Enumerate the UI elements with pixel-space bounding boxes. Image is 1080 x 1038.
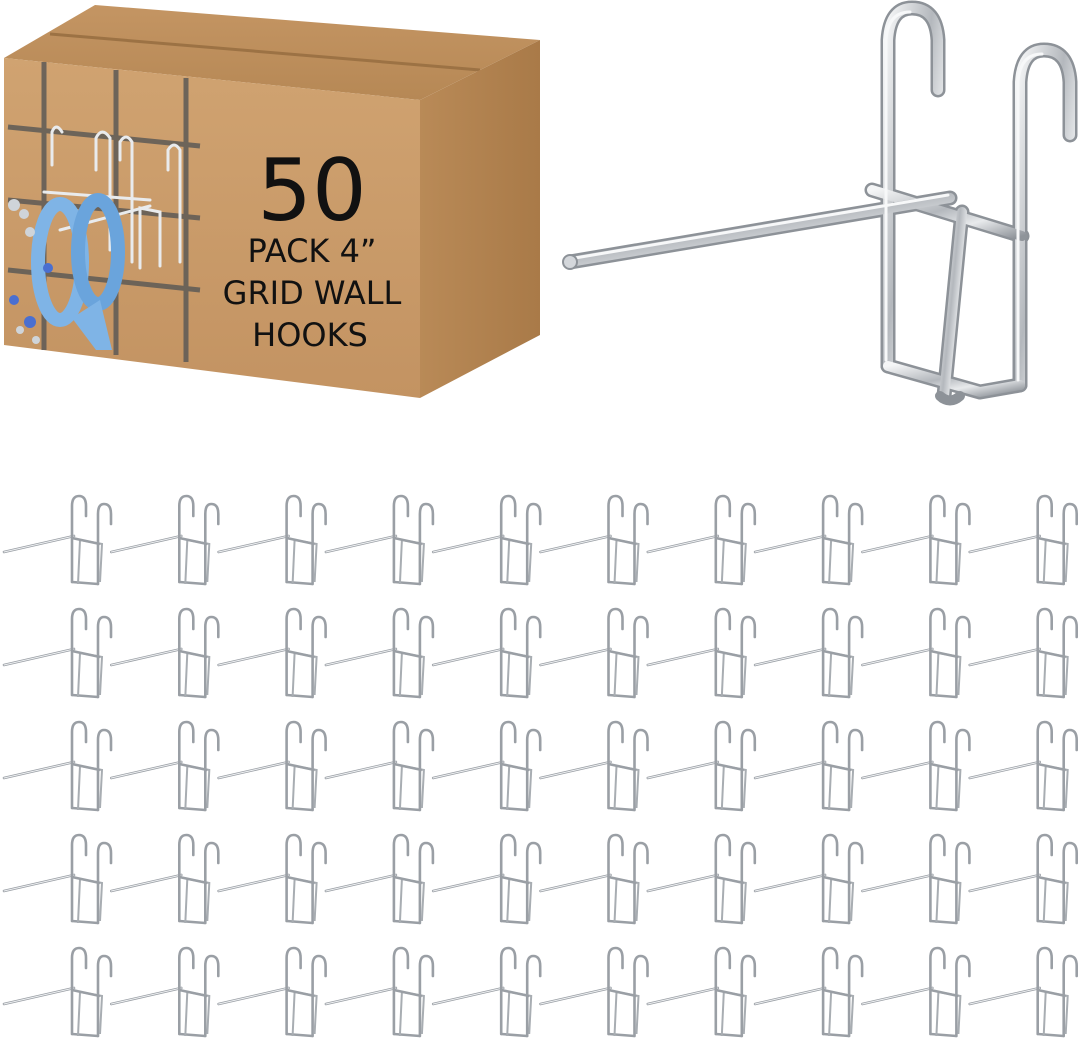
small-hook xyxy=(539,607,649,699)
small-hook xyxy=(2,494,113,586)
small-hook xyxy=(2,720,113,812)
small-hook xyxy=(539,494,649,586)
small-hook xyxy=(431,946,542,1038)
scissors-print xyxy=(31,193,125,350)
small-hook xyxy=(968,946,1078,1038)
small-hook xyxy=(324,607,435,699)
small-hook xyxy=(968,833,1078,925)
small-hook xyxy=(2,946,113,1038)
small-hook xyxy=(646,494,757,586)
small-hook xyxy=(968,607,1078,699)
small-hook xyxy=(753,833,864,925)
small-hook xyxy=(646,720,757,812)
small-hook xyxy=(539,946,649,1038)
large-hook-image xyxy=(562,0,1078,406)
small-hook xyxy=(753,607,864,699)
jewelry-print xyxy=(8,199,53,344)
box-line-2: GRID WALL xyxy=(223,274,402,312)
small-hook xyxy=(217,833,327,925)
small-hook xyxy=(431,720,542,812)
small-hook xyxy=(324,494,435,586)
small-hook xyxy=(753,720,864,812)
box-line-3: HOOKS xyxy=(252,316,368,354)
product-box: 50 PACK 4” GRID WALL HOOKS xyxy=(4,5,540,398)
box-count-text: 50 xyxy=(257,141,366,241)
small-hook xyxy=(646,833,757,925)
small-hook xyxy=(968,494,1078,586)
small-hook xyxy=(110,607,220,699)
small-hook xyxy=(2,833,113,925)
small-hook xyxy=(110,833,220,925)
small-hook xyxy=(431,494,542,586)
box-line-1: PACK 4” xyxy=(247,232,376,270)
small-hook xyxy=(431,607,542,699)
small-hook xyxy=(217,946,327,1038)
small-hook xyxy=(861,946,971,1038)
small-hook xyxy=(324,946,435,1038)
small-hook xyxy=(539,720,649,812)
small-hook xyxy=(753,946,864,1038)
small-hook xyxy=(861,833,971,925)
small-hook xyxy=(217,607,327,699)
small-hook xyxy=(217,494,327,586)
small-hook xyxy=(753,494,864,586)
small-hook xyxy=(861,494,971,586)
small-hook xyxy=(431,833,542,925)
small-hook xyxy=(539,833,649,925)
small-hook xyxy=(110,946,220,1038)
small-hook xyxy=(110,720,220,812)
small-hook xyxy=(2,607,113,699)
small-hook xyxy=(646,607,757,699)
small-hook xyxy=(968,720,1078,812)
small-hook xyxy=(646,946,757,1038)
small-hook xyxy=(861,607,971,699)
small-hook xyxy=(110,494,220,586)
small-hook xyxy=(217,720,327,812)
small-hook xyxy=(861,720,971,812)
small-hook xyxy=(324,720,435,812)
small-hook xyxy=(324,833,435,925)
hook-grid xyxy=(2,494,1078,1038)
